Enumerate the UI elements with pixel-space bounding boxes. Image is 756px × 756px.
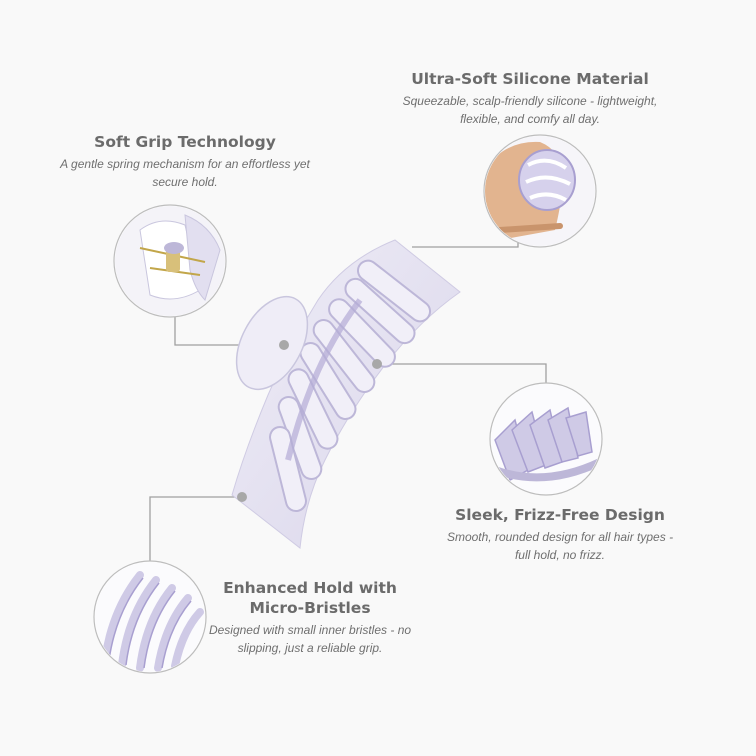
spring-detail-icon xyxy=(113,204,227,318)
clip-inner-shadow xyxy=(285,298,363,461)
feature-soft-grip-title: Soft Grip Technology xyxy=(94,133,276,151)
bristle-marker xyxy=(237,492,247,502)
hand-squeeze-detail-icon xyxy=(483,134,597,248)
feature-sleek-description: Smooth, rounded design for all hair type… xyxy=(446,530,674,562)
feature-soft-grip: Soft Grip Technology A gentle spring mec… xyxy=(60,132,310,191)
feature-soft-grip-description: A gentle spring mechanism for an effortl… xyxy=(60,157,310,189)
feature-silicone: Ultra-Soft Silicone Material Squeezable,… xyxy=(395,69,665,128)
feature-silicone-title: Ultra-Soft Silicone Material xyxy=(411,70,649,88)
clip-hinge xyxy=(235,295,309,391)
silicone-marker xyxy=(372,359,382,369)
feature-hold: Enhanced Hold with Micro-Bristles Design… xyxy=(200,578,420,657)
hair-claw-clip xyxy=(231,239,461,549)
feature-hold-description: Designed with small inner bristles - no … xyxy=(208,623,412,655)
connector-silicone xyxy=(412,236,519,248)
connector-sleek xyxy=(377,363,547,384)
feature-sleek: Sleek, Frizz-Free Design Smooth, rounded… xyxy=(440,505,680,564)
feature-silicone-description: Squeezable, scalp-friendly silicone - li… xyxy=(402,94,658,126)
feature-sleek-title: Sleek, Frizz-Free Design xyxy=(455,506,665,524)
hinge-marker xyxy=(279,340,289,350)
feature-hold-title: Enhanced Hold with Micro-Bristles xyxy=(223,579,397,617)
micro-bristles-detail-icon xyxy=(93,560,207,674)
teeth-detail-icon xyxy=(489,382,603,496)
connector-hold xyxy=(149,496,242,562)
